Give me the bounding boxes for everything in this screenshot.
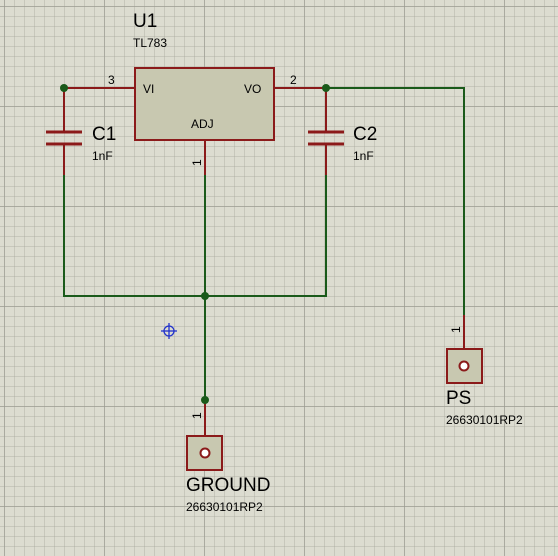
u1-ref-label: U1 — [133, 11, 157, 32]
wires — [63, 87, 465, 400]
u1-pin-vo-name: VO — [244, 82, 261, 96]
crosshair-icon — [161, 323, 177, 339]
c2-value-label: 1nF — [353, 149, 374, 163]
ground-part-label: 26630101RP2 — [186, 500, 263, 514]
component-leads — [46, 87, 465, 436]
wire-c2-to-bus[interactable] — [205, 175, 327, 297]
c1-value-label: 1nF — [92, 149, 113, 163]
u1-pin-vi-number: 3 — [108, 73, 115, 87]
ps-ref-label: PS — [446, 388, 471, 409]
junctions — [60, 84, 330, 404]
u1-body[interactable] — [134, 67, 275, 141]
u1-pin-adj-number: 1 — [190, 159, 204, 166]
junction-dot-icon — [201, 396, 209, 404]
u1-part-label: TL783 — [133, 36, 167, 50]
junction-dot-icon — [60, 84, 68, 92]
u1-pin-vi-name: VI — [143, 82, 154, 96]
junction-dot-icon — [201, 292, 209, 300]
ps-connector-pin[interactable] — [458, 360, 470, 372]
ground-connector[interactable] — [186, 435, 223, 471]
ground-pin-number: 1 — [190, 412, 204, 419]
ps-connector[interactable] — [446, 348, 483, 384]
u1-pin-adj-name: ADJ — [191, 117, 214, 131]
u1-pin-vo-number: 2 — [290, 73, 297, 87]
ps-pin-number: 1 — [449, 326, 463, 333]
ps-part-label: 26630101RP2 — [446, 413, 523, 427]
c1-ref-label: C1 — [92, 124, 116, 145]
wire-vo-to-ps[interactable] — [326, 87, 465, 315]
ground-connector-pin[interactable] — [199, 447, 211, 459]
wire-c1-to-bus[interactable] — [63, 175, 205, 297]
c2-ref-label: C2 — [353, 124, 377, 145]
ground-ref-label: GROUND — [186, 475, 270, 496]
junction-dot-icon — [322, 84, 330, 92]
